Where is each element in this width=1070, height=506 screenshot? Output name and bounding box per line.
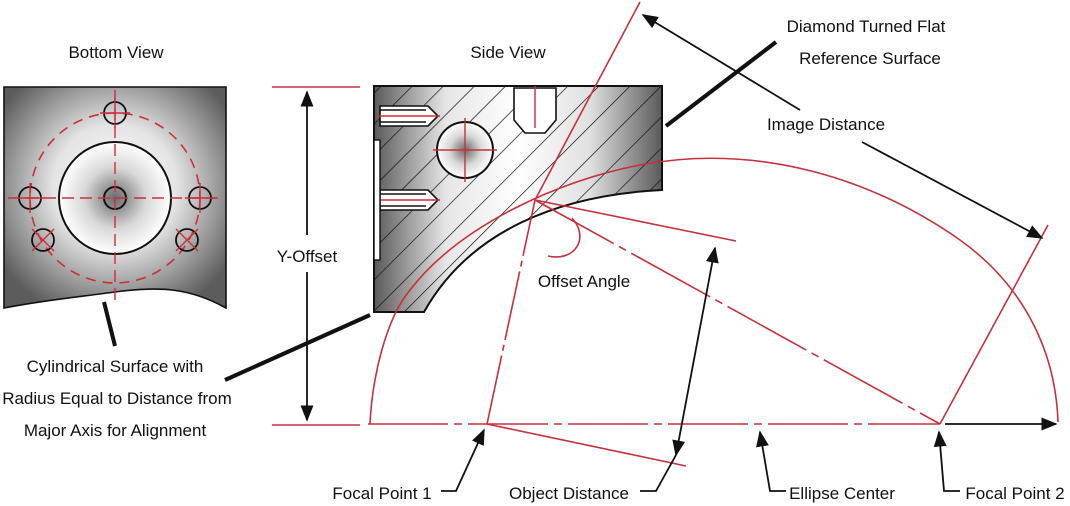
object-distance-baseline	[486, 423, 687, 467]
image-distance-arrow-bottom	[861, 141, 1044, 239]
focal-point-2-label: Focal Point 2	[965, 484, 1064, 503]
cylindrical-surface-label-line3: Major Axis for Alignment	[24, 421, 207, 440]
side-view-label: Side View	[470, 43, 546, 62]
cylindrical-leader-bottom	[102, 301, 117, 347]
focal-point-1-leader	[441, 428, 485, 492]
ellipse-arc	[369, 157, 1059, 425]
diamond-surface-label-line2: Reference Surface	[799, 49, 941, 68]
labels: Bottom View Side View Diamond Turned Fla…	[2, 17, 1064, 503]
object-distance-leader	[640, 454, 677, 492]
bottom-view	[3, 86, 227, 310]
diamond-surface-label-line1: Diamond Turned Flat	[787, 17, 946, 36]
mirror-normal-line	[534, 1, 641, 201]
focal-point-1-label: Focal Point 1	[332, 484, 431, 503]
offset-angle-arc	[547, 217, 581, 258]
image-distance-baseline	[939, 224, 1049, 425]
ray-mirror-to-f2	[534, 199, 941, 425]
cylindrical-surface-label-line1: Cylindrical Surface with	[27, 357, 204, 376]
bottom-view-label: Bottom View	[68, 43, 164, 62]
ellipse-center-leader	[756, 430, 786, 492]
construction-lines	[272, 1, 1059, 467]
cylindrical-surface-label-line2: Radius Equal to Distance from	[2, 389, 232, 408]
object-distance-label: Object Distance	[509, 484, 629, 503]
diamond-leader	[664, 40, 778, 128]
focal-point-2-leader	[933, 430, 960, 492]
object-distance-dimension-arrow	[672, 246, 719, 457]
image-distance-arrow-top	[641, 14, 801, 111]
ray-f1-to-mirror	[486, 199, 536, 425]
cylindrical-leader-side	[224, 313, 371, 382]
y-offset-label: Y-Offset	[277, 247, 338, 266]
image-distance-label: Image Distance	[767, 115, 885, 134]
dimension-arrows	[102, 14, 1058, 492]
ellipse-center-label: Ellipse Center	[789, 484, 895, 503]
object-distance-top-line	[534, 199, 737, 242]
offset-angle-label: Offset Angle	[538, 272, 630, 291]
